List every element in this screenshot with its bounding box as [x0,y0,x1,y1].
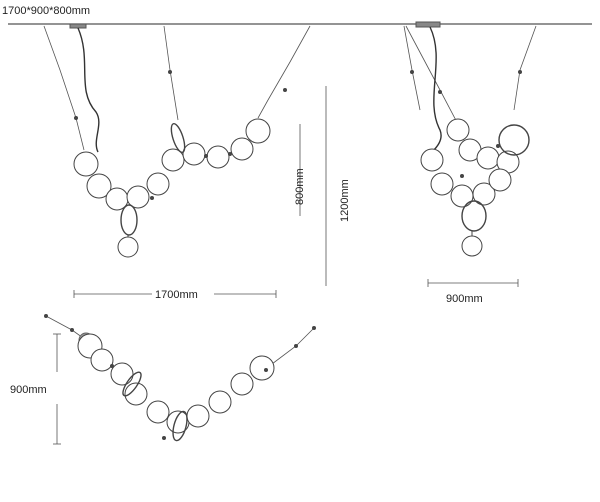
side-joint [438,90,442,94]
front-globe [161,148,185,172]
plan-globe [249,355,275,381]
front-joint [168,70,172,74]
side-globe [476,146,500,170]
plan-chain [77,333,275,434]
side-joint [496,144,500,148]
side-chain [420,118,520,257]
plan-joint [264,368,268,372]
front-width-label: 1700mm [155,289,198,301]
side-wire-left [403,25,421,111]
side-wire-front [405,25,461,129]
front-globe [230,137,254,161]
plan-joint [110,364,114,368]
front-globe [206,145,230,169]
plan-globe [208,390,232,414]
front-joint [74,116,78,120]
side-ring [461,200,487,232]
plan-anchor [312,326,316,330]
side-joint [410,70,414,74]
front-joint [228,152,232,156]
side-rings [461,124,530,232]
front-chain [73,118,271,258]
side-globe [430,172,454,196]
plan-globe [186,404,210,428]
front-globe [182,142,206,166]
front-wire-right [257,25,311,119]
front-connectors [74,70,287,200]
front-joint [204,154,208,158]
plan-view [44,314,316,442]
side-joint [518,70,522,74]
front-drop-label: 800mm [294,168,306,205]
total-height-label: 1200mm [339,179,351,222]
plan-ring [122,371,142,397]
side-canopy [415,21,441,28]
side-dimensions [427,279,519,287]
plan-joint [70,328,74,332]
side-connectors [410,70,522,178]
front-wire-left [43,25,85,151]
side-globe [488,168,512,192]
side-globe [450,184,474,208]
plan-dimensions [53,333,61,445]
plan-joint [294,344,298,348]
side-globe [461,235,483,257]
front-joint [150,196,154,200]
plan-globe [146,400,170,424]
front-globe [245,118,271,144]
plan-globe [230,372,254,396]
plan-depth-label: 900mm [10,384,47,396]
front-canopy [69,23,87,29]
plan-joint [162,436,166,440]
front-globe [86,173,112,199]
front-ring [170,122,186,154]
plan-connectors [70,328,298,440]
side-width-label: 900mm [446,293,483,305]
front-globe [126,185,150,209]
side-view [403,21,537,257]
front-globe [146,172,170,196]
plan-globe [124,382,148,406]
side-ring [498,124,530,156]
front-ring [120,204,138,236]
plan-globe [90,348,114,372]
front-power-cord [77,27,100,153]
side-power-cord [429,26,442,153]
side-globe [472,182,496,206]
side-globe [420,148,444,172]
plan-wire-right [271,327,315,365]
front-rings [120,122,186,236]
side-joint [460,174,464,178]
plan-rings [122,371,188,442]
plan-ring [172,410,188,442]
overall-size-label: 1700*900*800mm [2,5,90,17]
plan-globe [110,362,134,386]
front-globe [117,236,139,258]
side-globe [446,118,470,142]
front-dimensions [73,86,327,298]
front-joint [283,88,287,92]
front-globe [73,151,99,177]
side-wire-right [513,25,537,111]
plan-anchor [44,314,48,318]
front-view [43,23,311,258]
